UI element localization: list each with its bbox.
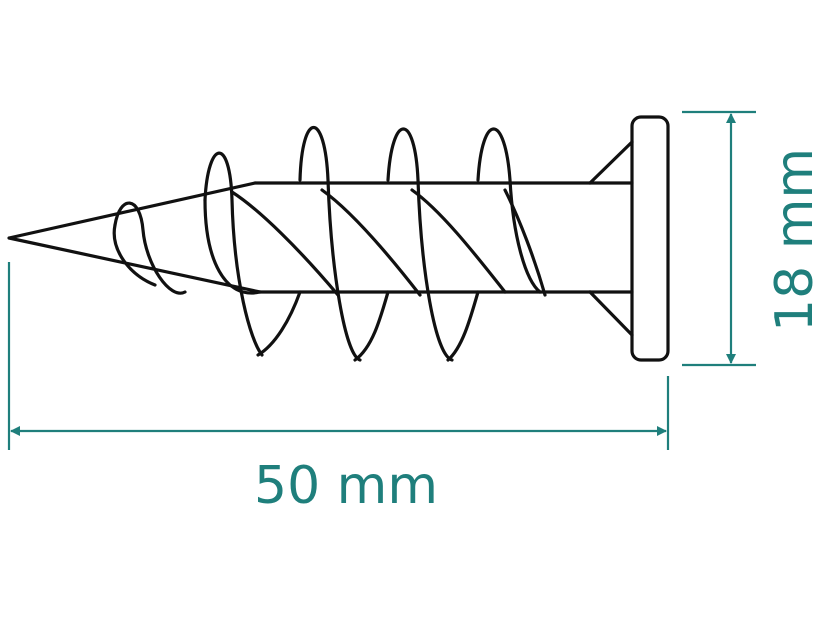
thread-loop <box>503 188 547 297</box>
anchor-point <box>7 181 262 294</box>
anchor-neck <box>588 140 634 337</box>
thread-loop <box>476 127 542 294</box>
thread-loop <box>320 188 422 297</box>
thread-loop <box>256 290 302 357</box>
anchor-head <box>630 115 670 362</box>
thread-loop <box>298 126 362 362</box>
thread-loop <box>446 290 480 362</box>
thread-helix <box>112 126 547 362</box>
diameter-dimension <box>682 110 756 367</box>
length-label: 50 mm <box>254 456 438 516</box>
thread-loop <box>113 201 187 295</box>
screw-anchor <box>7 115 670 362</box>
thread-loop <box>203 198 262 295</box>
diameter-label: 18 mm <box>765 148 823 332</box>
anchor-shank <box>253 181 634 294</box>
thread-loop <box>386 127 454 362</box>
thread-loop <box>230 190 340 297</box>
length-dimension <box>7 262 670 450</box>
thread-loop <box>410 188 507 294</box>
thread-loop <box>353 290 390 362</box>
thread-loop <box>112 223 157 287</box>
thread-loop <box>203 151 264 357</box>
